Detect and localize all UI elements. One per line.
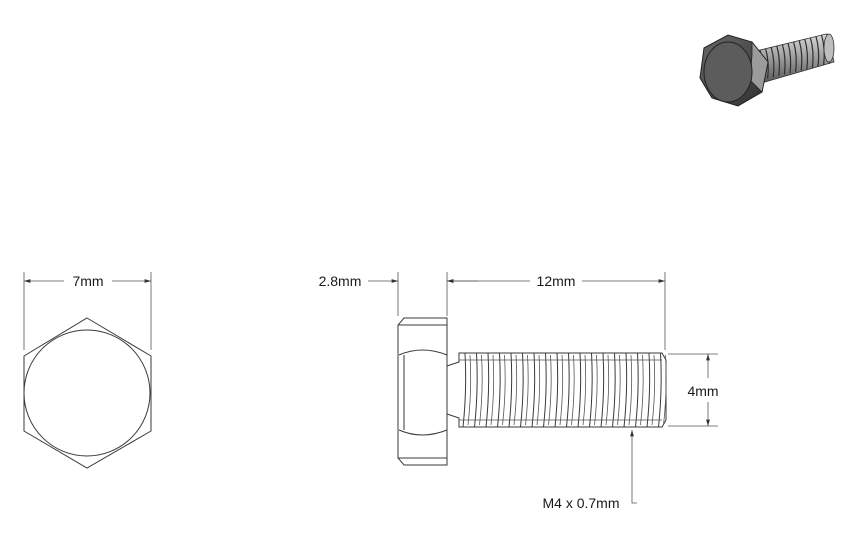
thread-leader	[630, 430, 637, 504]
thread-root	[502, 354, 506, 426]
thread-crest	[508, 352, 513, 428]
thread-root	[513, 354, 518, 426]
head-facet-top	[398, 349, 448, 356]
thread-crest	[531, 352, 536, 428]
hex-outline	[23, 317, 152, 469]
iso-thread	[781, 44, 786, 75]
thread-crest	[566, 352, 570, 428]
head-circle	[23, 329, 151, 457]
thread-crest	[485, 352, 490, 428]
thread-crest	[658, 352, 662, 428]
thread-region	[446, 352, 667, 428]
hex-width-label: 7mm	[72, 273, 103, 289]
thread-root	[640, 354, 644, 426]
thread-crest	[554, 352, 559, 428]
thread-callout-label: M4 x 0.7mm	[542, 495, 619, 511]
thread-root	[525, 354, 529, 426]
thread-crest	[612, 352, 616, 428]
thread-crest	[543, 352, 547, 428]
iso-thread	[776, 45, 781, 77]
thread-root	[605, 354, 610, 426]
thread-crest	[462, 352, 467, 428]
iso-thread	[798, 40, 803, 71]
iso-thread	[793, 41, 797, 72]
iso-thread	[787, 43, 792, 74]
bolt-head	[397, 317, 448, 466]
thread-root	[490, 354, 495, 426]
thread-root	[582, 354, 587, 426]
thread-root	[628, 354, 633, 426]
thread-crest	[589, 352, 593, 428]
iso-head-face	[703, 41, 753, 103]
side-view: 2.8mm 12mm 4mm M4 x 0.7mm	[319, 272, 719, 511]
thread-crest	[600, 352, 605, 428]
iso-hex-side	[749, 40, 769, 93]
thread-root	[548, 354, 552, 426]
iso-thread	[809, 37, 814, 68]
isometric-view	[699, 33, 835, 107]
thread-crest	[577, 352, 582, 428]
head-height-label: 2.8mm	[319, 273, 362, 289]
thread-crest	[474, 352, 478, 428]
iso-shank-end	[823, 33, 835, 63]
thread-root	[663, 354, 667, 426]
iso-thread	[770, 47, 775, 78]
length-label: 12mm	[537, 273, 576, 289]
iso-thread	[804, 39, 809, 70]
thread-crest	[497, 352, 501, 428]
thread-root	[617, 354, 621, 426]
hex-end-view: 7mm	[23, 272, 152, 469]
head-facet-bottom	[398, 429, 448, 436]
thread-crest	[635, 352, 639, 428]
thread-root	[559, 354, 564, 426]
thread-root	[651, 354, 656, 426]
thread-root	[536, 354, 541, 426]
thread-crest	[623, 352, 628, 428]
iso-thread	[815, 36, 820, 67]
diameter-label: 4mm	[687, 383, 718, 399]
thread-root	[479, 354, 483, 426]
thread-root	[571, 354, 575, 426]
thread-root	[467, 354, 472, 426]
thread-crest	[646, 352, 651, 428]
thread-root	[594, 354, 598, 426]
thread-crest	[520, 352, 524, 428]
